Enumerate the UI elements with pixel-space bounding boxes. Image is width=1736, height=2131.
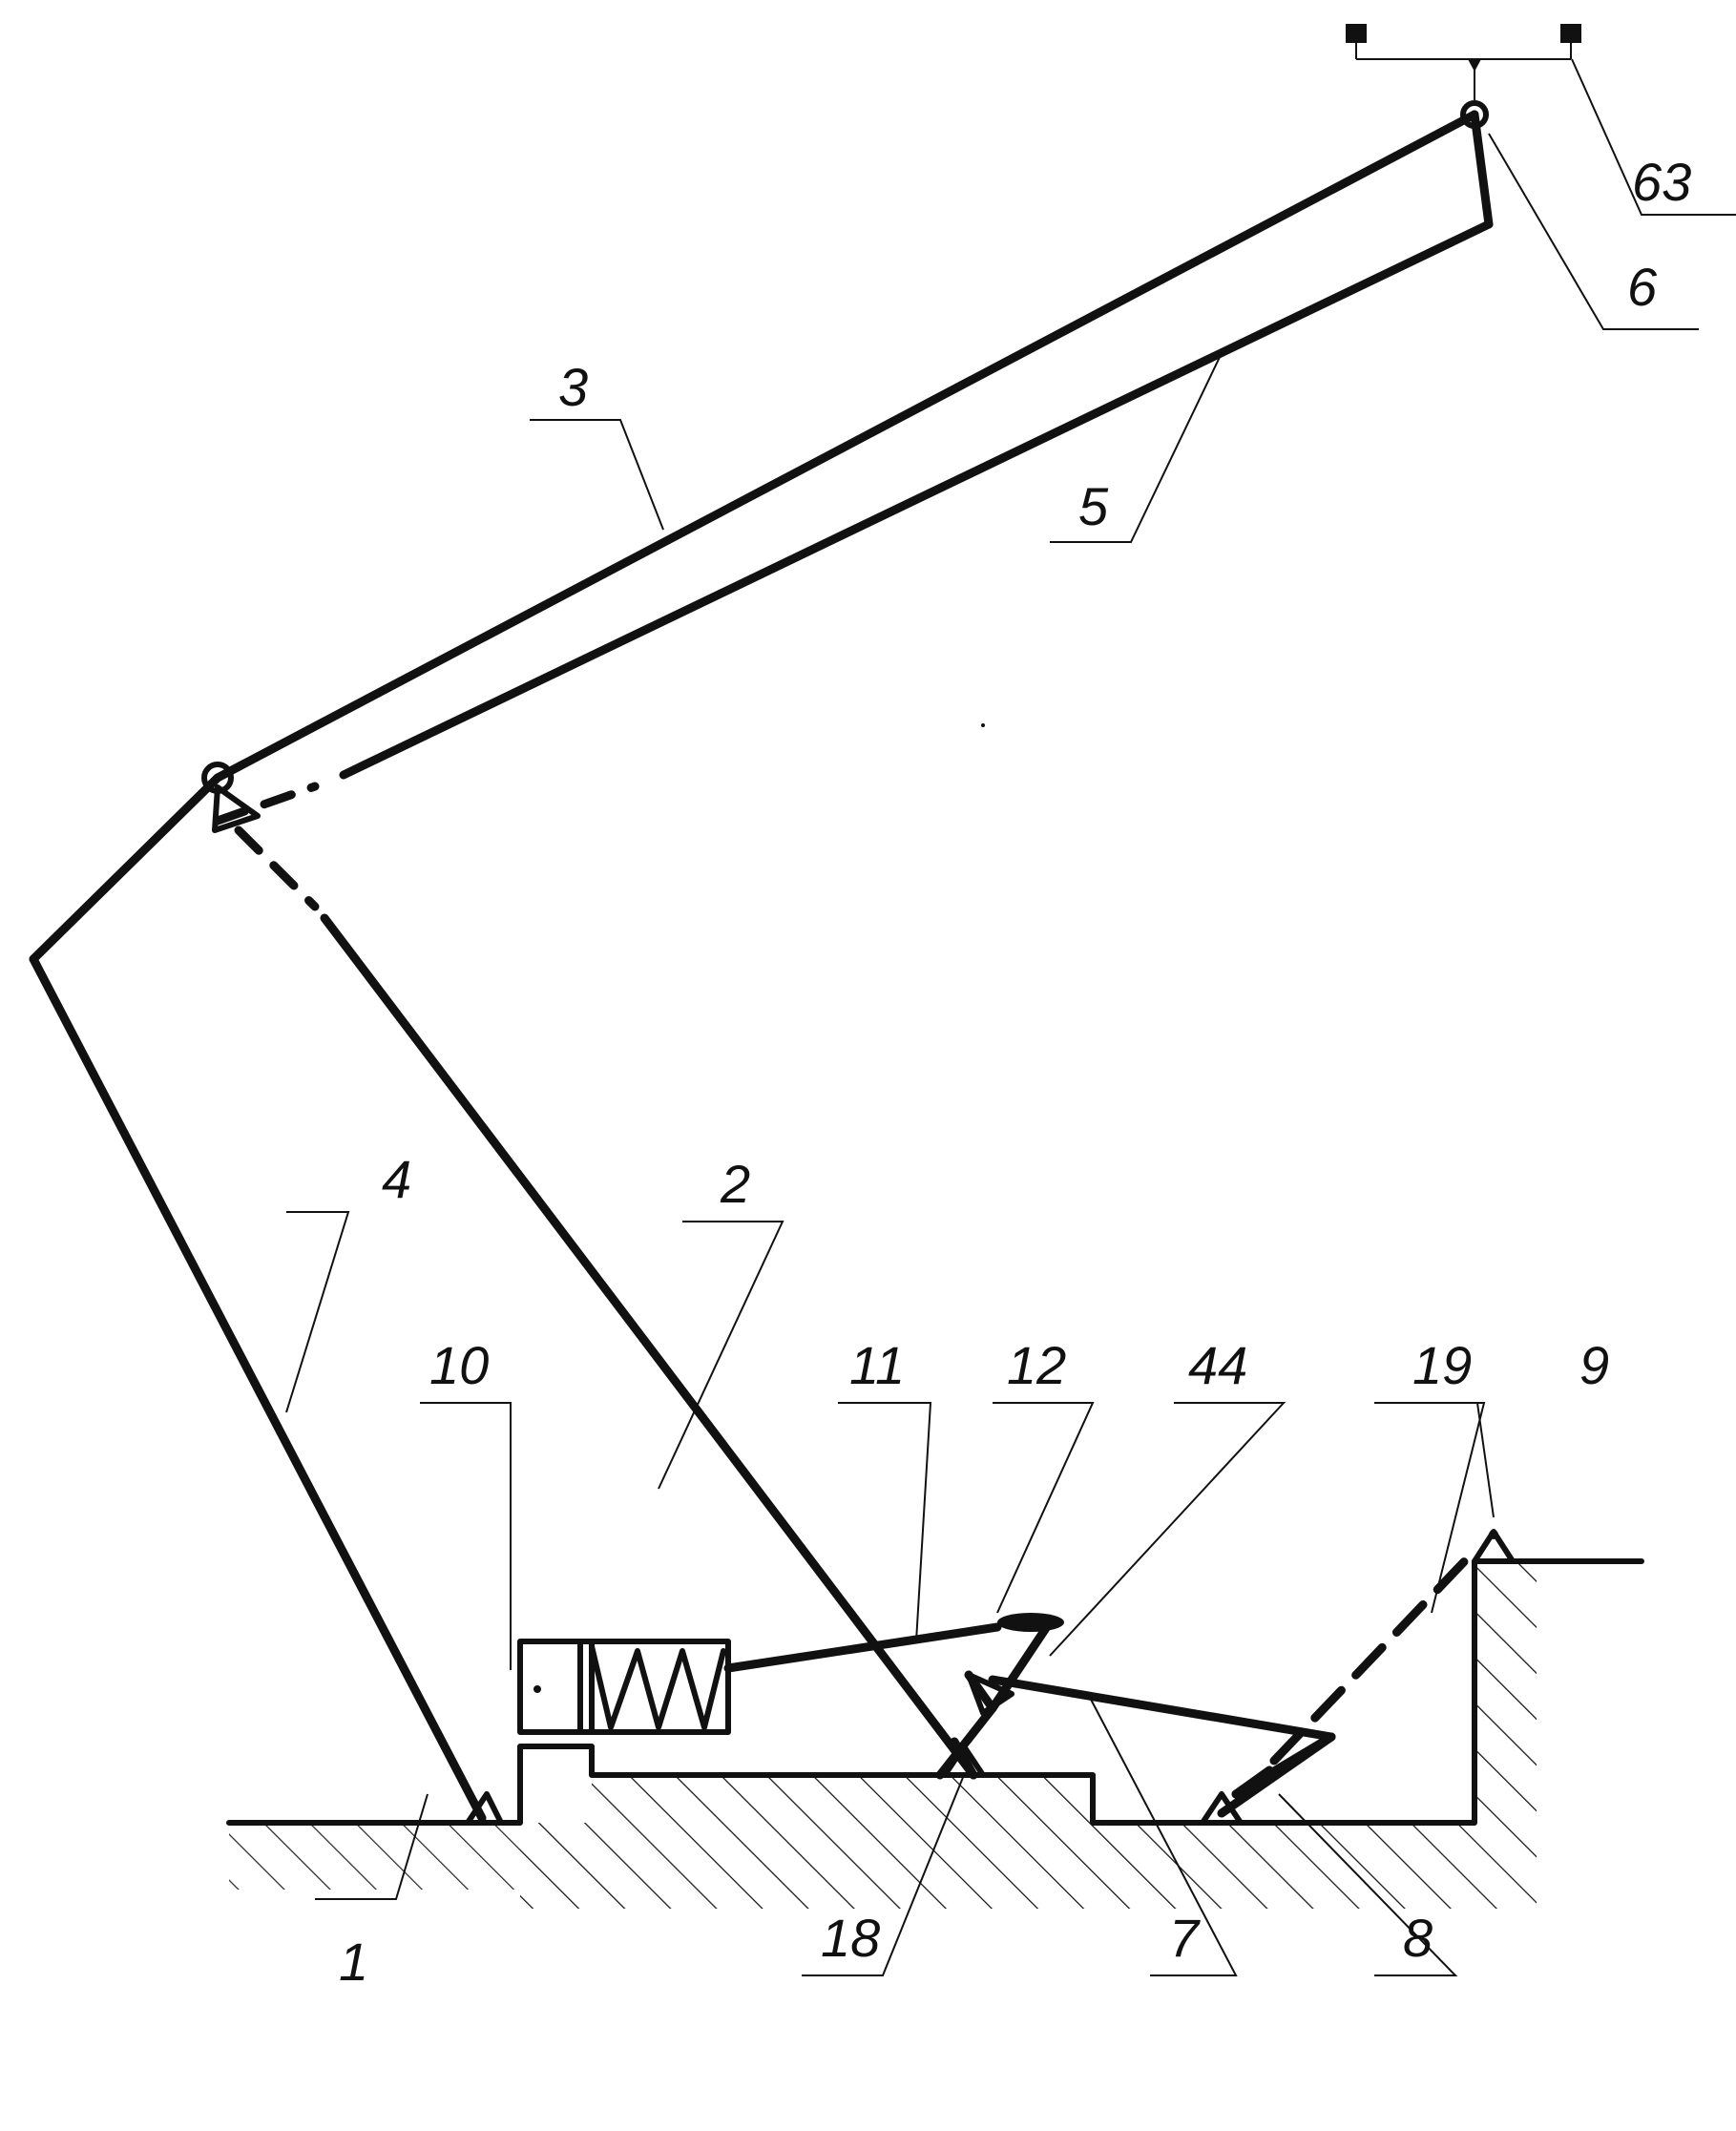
label-2: 2 [720,1154,750,1214]
upper-pivot [201,762,261,833]
label-6: 6 [1627,257,1658,317]
label-4: 4 [382,1149,411,1209]
label-12: 12 [1007,1335,1066,1395]
tip-link-6 [1460,100,1494,229]
leader-lines [285,58,1736,1976]
link-2 [234,825,978,1780]
boom-link-5 [213,219,1494,825]
part-labels: 1 2 3 4 5 6 7 8 9 10 11 12 18 19 44 63 [339,152,1691,1992]
label-10: 10 [429,1335,489,1395]
label-8: 8 [1403,1908,1433,1968]
boom-link-3 [213,110,1479,783]
link-4 [29,773,504,1826]
label-7: 7 [1169,1908,1201,1968]
label-5: 5 [1078,476,1109,536]
label-1: 1 [339,1932,368,1992]
label-3: 3 [558,357,588,417]
label-11: 11 [849,1335,905,1395]
lever-assembly [935,1618,1055,1780]
label-63: 63 [1632,152,1691,212]
ground-base [226,1558,1644,1909]
label-44: 44 [1188,1335,1247,1395]
sensor-63 [1346,24,1581,100]
dashed-link-19 [1269,1529,1516,1765]
label-18: 18 [821,1908,880,1968]
label-9: 9 [1579,1335,1609,1395]
link-8 [1200,1732,1336,1826]
label-19: 19 [1412,1335,1472,1395]
